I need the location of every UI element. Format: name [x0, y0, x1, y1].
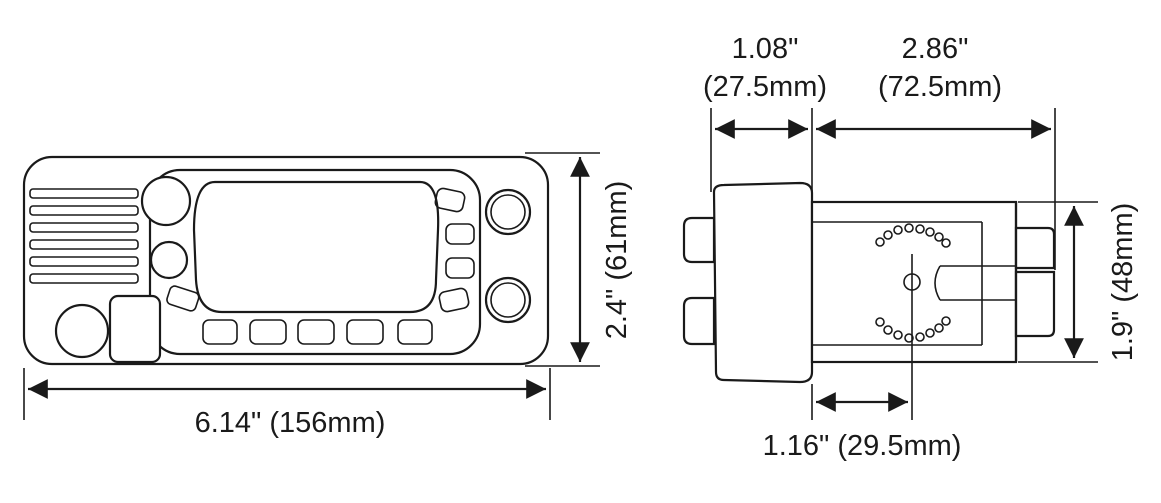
squelch-knob-icon	[149, 240, 189, 280]
body-depth-inch-label: 2.86"	[902, 33, 969, 65]
side-main-body	[810, 200, 1018, 364]
channel-knob-icon	[54, 303, 110, 359]
front-depth-inch-label: 1.08"	[732, 33, 799, 65]
front-depth-mm-label: (27.5mm)	[703, 71, 827, 103]
side-view: 1.08" (27.5mm) 2.86" (72.5mm) 1.9" (48mm…	[682, 33, 1139, 462]
bottom-buttons	[202, 319, 433, 345]
front-height-label: 2.4" (61mm)	[601, 181, 633, 340]
rear-connector-upper	[1014, 226, 1056, 270]
bracket-holes-lower	[875, 316, 951, 343]
rear-connector-lower	[1014, 270, 1056, 338]
body-depth-mm-label: (72.5mm)	[878, 71, 1002, 103]
display-bezel	[148, 168, 482, 356]
volume-knob-icon	[140, 175, 192, 227]
front-view: 6.14" (156mm) 2.4" (61mm)	[22, 152, 633, 439]
bracket-holes-upper	[875, 223, 951, 248]
right-side-buttons	[434, 187, 475, 313]
left-soft-button	[166, 285, 200, 312]
speaker-grille	[29, 188, 139, 284]
mic-connector	[108, 294, 162, 364]
side-lower-knob	[682, 296, 716, 346]
right-lower-knob-icon	[484, 276, 532, 324]
front-width-label: 6.14" (156mm)	[195, 407, 386, 439]
body-height-label: 1.9" (48mm)	[1107, 203, 1139, 362]
lcd-screen	[192, 180, 440, 314]
bracket-offset-label: 1.16" (29.5mm)	[763, 430, 962, 462]
right-upper-knob-icon	[484, 188, 532, 236]
side-upper-knob	[682, 216, 716, 264]
side-front-panel	[712, 181, 814, 384]
